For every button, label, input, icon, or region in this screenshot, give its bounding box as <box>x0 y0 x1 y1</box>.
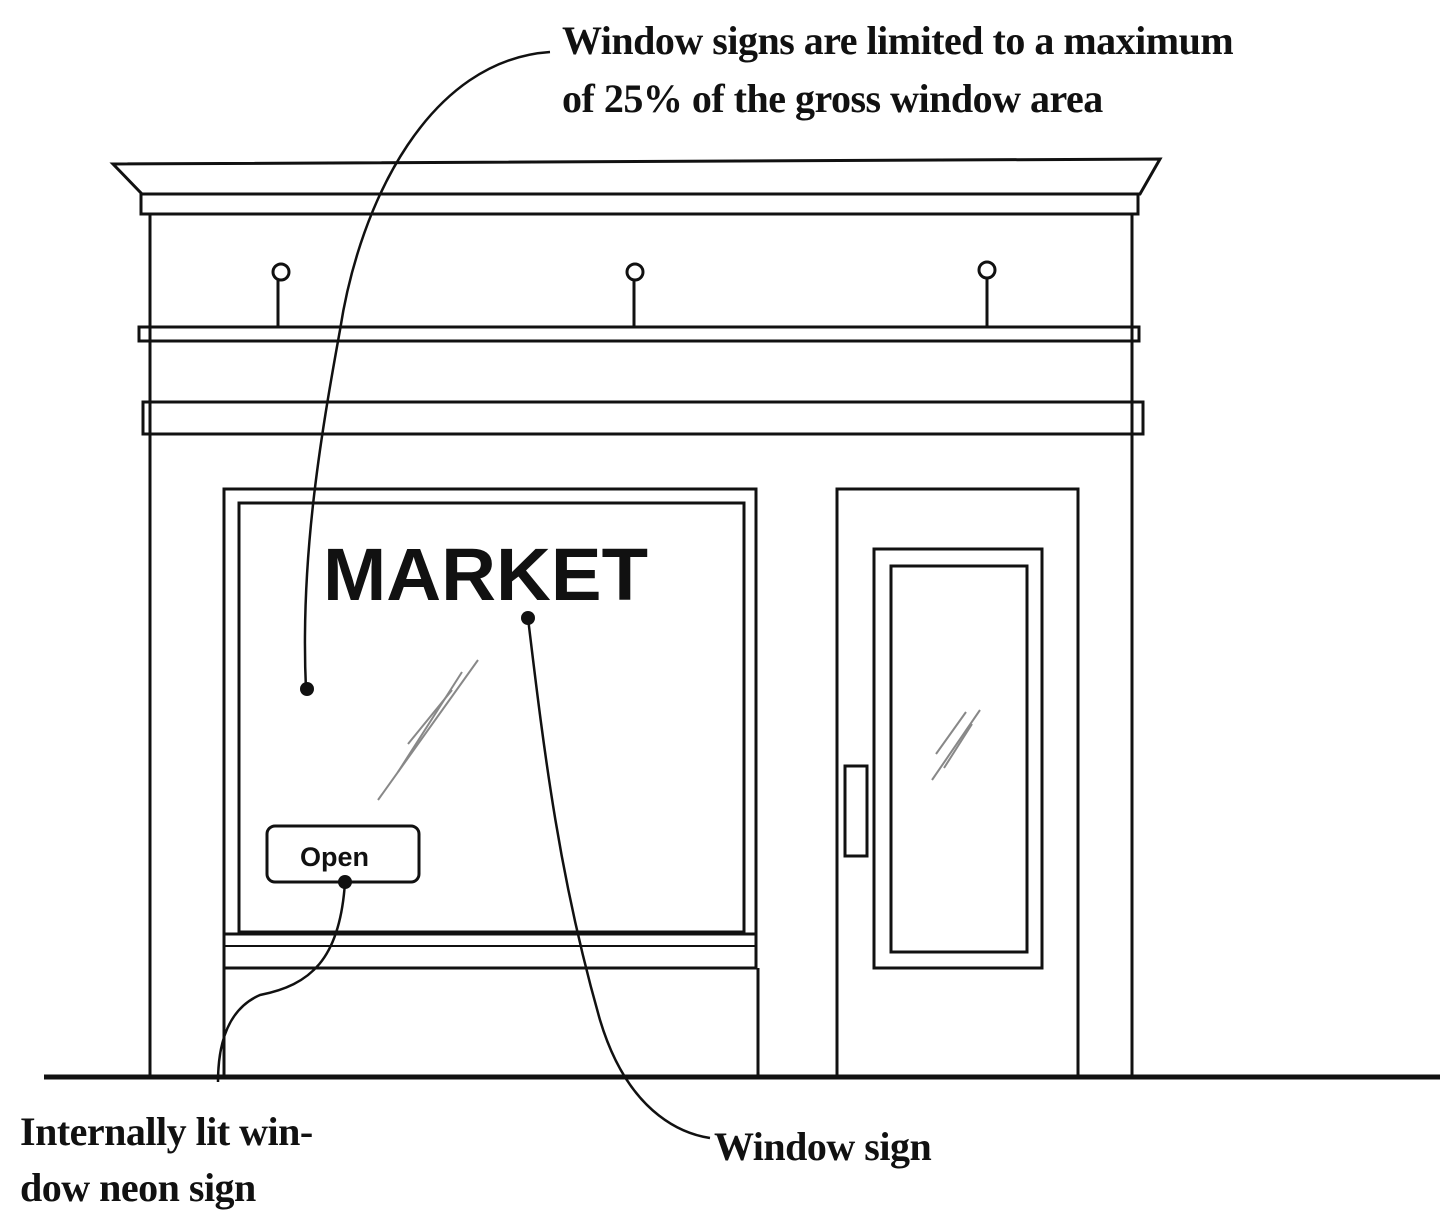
callout-window-sign: Window sign <box>714 1124 932 1169</box>
callout-window-limit-line2: of 25% of the gross window area <box>562 76 1103 121</box>
open-sign-label: Open <box>300 842 369 872</box>
gooseneck-light-2 <box>625 262 645 328</box>
callout-window-limit-line1: Window signs are limited to a maximum <box>562 18 1234 63</box>
gooseneck-light-3 <box>977 260 997 326</box>
callout-neon-sign-line1: Internally lit win- <box>20 1109 313 1154</box>
gooseneck-light-1 <box>271 262 291 328</box>
upper-trim <box>137 325 1141 343</box>
market-window-sign: MARKET <box>323 533 648 616</box>
leader-dot-open <box>338 875 352 889</box>
door-handle <box>843 764 869 858</box>
door-panel-outer <box>872 547 1044 970</box>
callout-window-limit: Window signs are limited to a maximum of… <box>562 12 1234 128</box>
cornice-band <box>139 192 1140 216</box>
door-glare <box>931 709 981 781</box>
window-glass <box>237 501 746 934</box>
callout-neon-sign-line2: dow neon sign <box>20 1165 256 1210</box>
leader-dot-window-area <box>300 682 314 696</box>
leader-window-limit <box>303 50 551 691</box>
door-frame <box>835 487 1080 1079</box>
lower-trim <box>141 400 1145 436</box>
leader-neon-sign <box>216 881 347 1083</box>
window-glare <box>377 659 479 801</box>
leader-dot-market <box>521 611 535 625</box>
leader-window-sign <box>526 617 711 1140</box>
cornice-crown <box>109 157 1163 196</box>
window-sill <box>222 932 758 970</box>
callout-neon-sign: Internally lit win- dow neon sign <box>20 1104 313 1216</box>
door-panel-glass <box>889 564 1029 954</box>
